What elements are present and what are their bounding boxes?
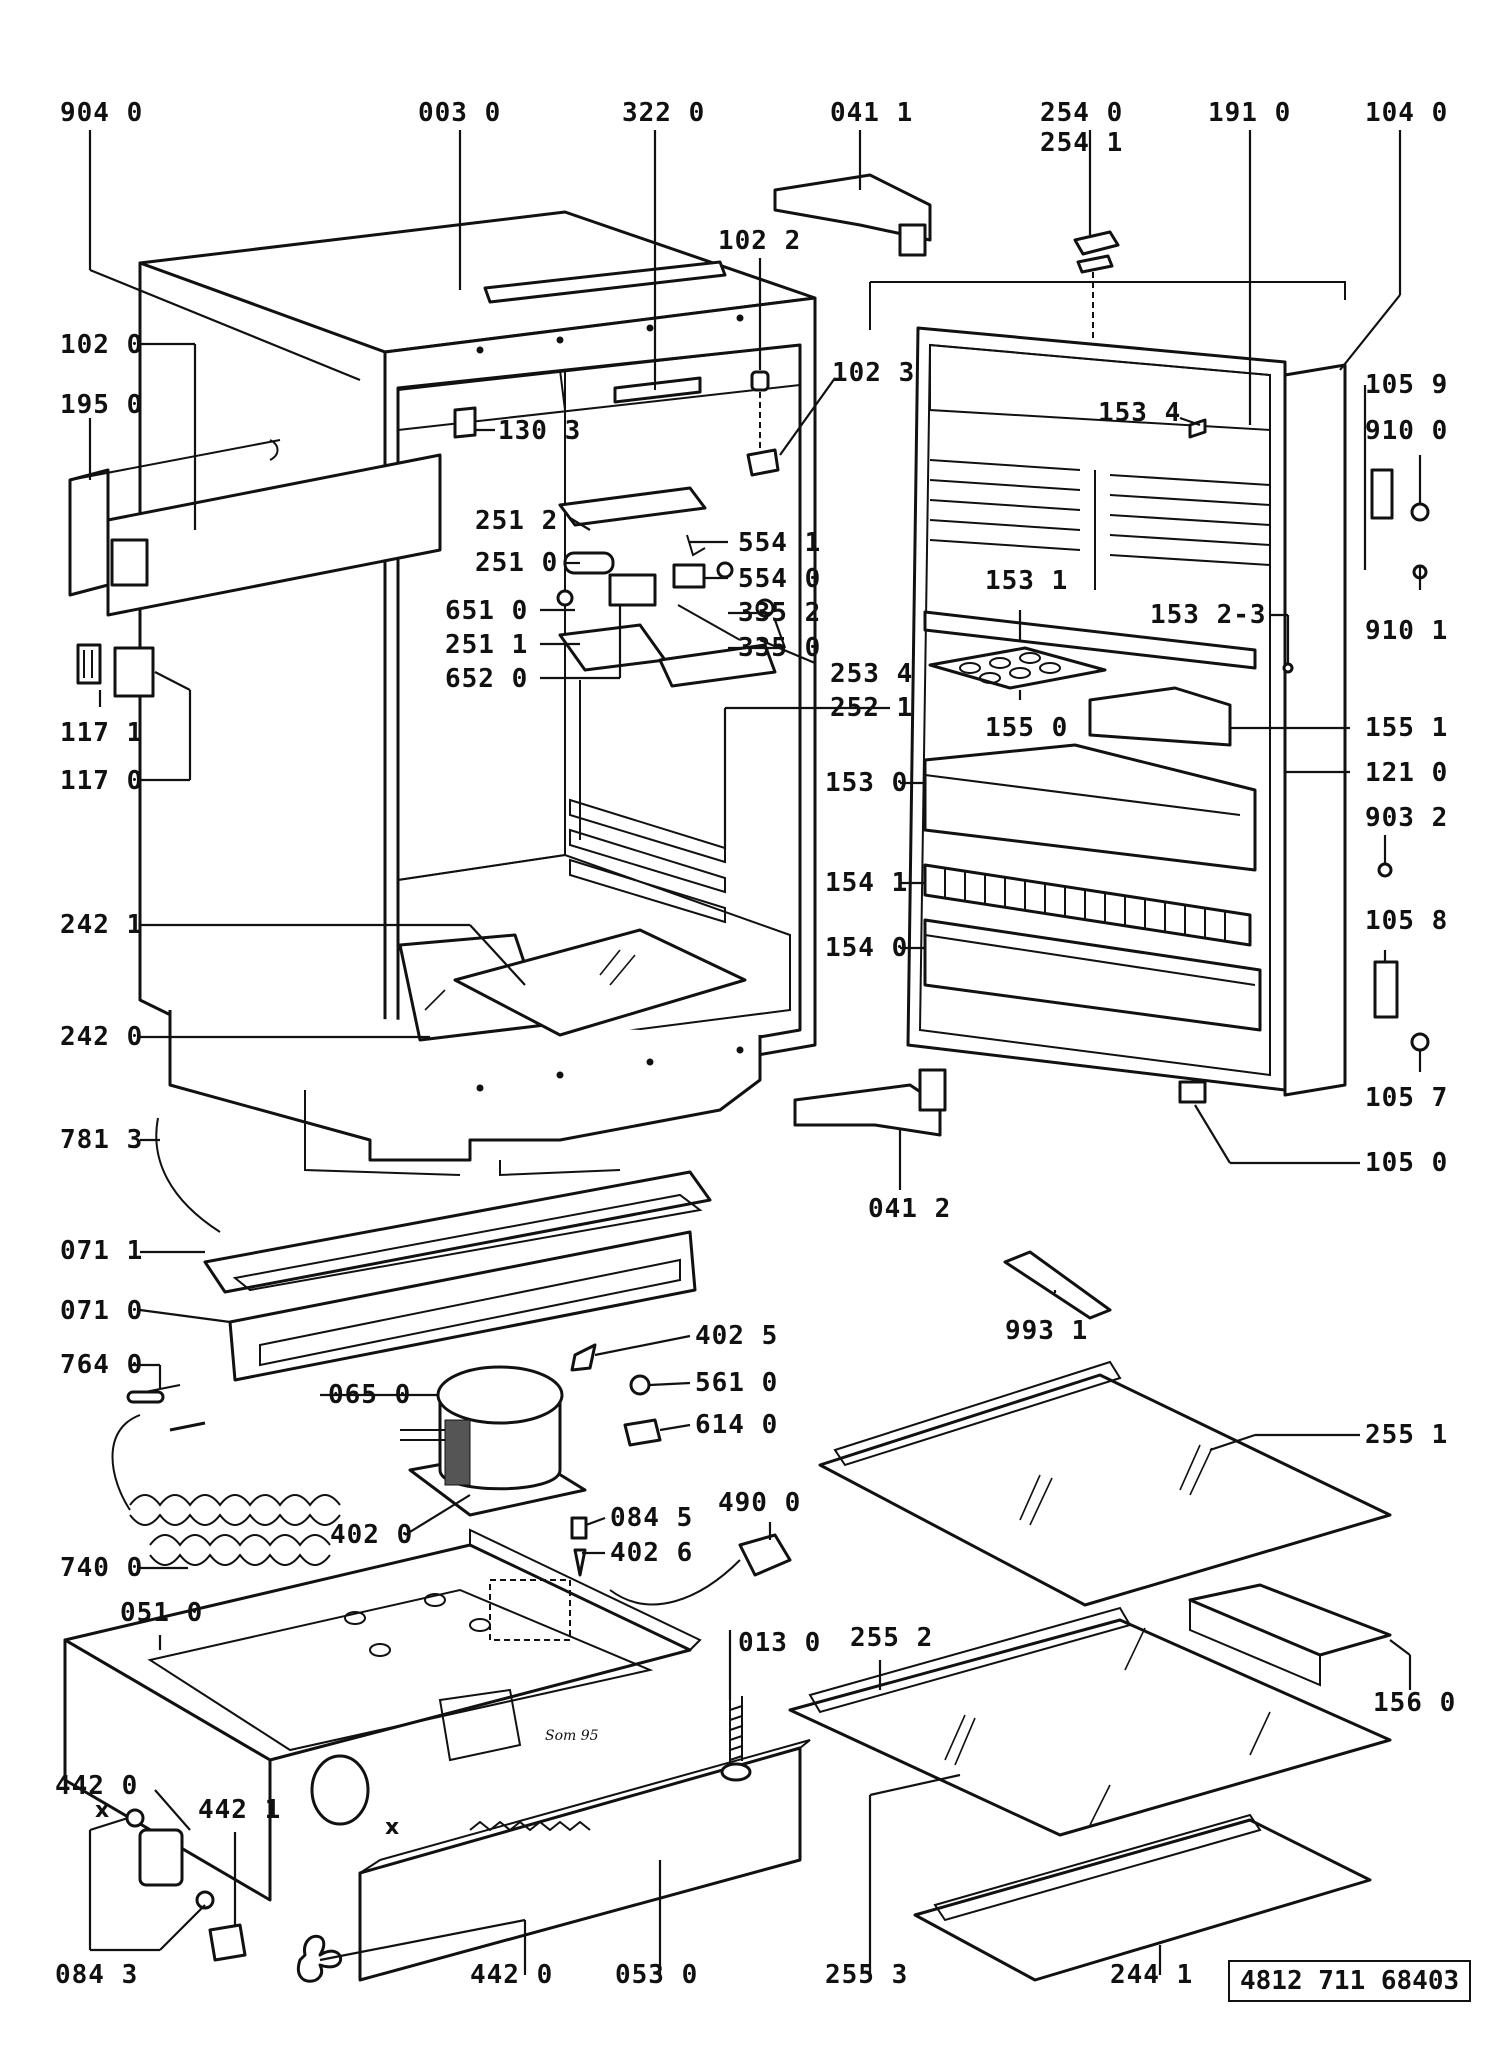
part-label-155-1: 155 1 [1365,713,1449,743]
part-label-102-3: 102 3 [832,358,916,388]
part-label-105-7: 105 7 [1365,1083,1449,1113]
leader-lines [88,130,1422,1975]
part-label-156-0: 156 0 [1373,1688,1457,1718]
part-label-322-0: 322 0 [622,98,706,128]
part-label-781-3: 781 3 [60,1125,144,1155]
part-label-251-1: 251 1 [445,630,529,660]
crisper-drawers [398,928,747,1042]
part-label-255-2: 255 2 [850,1623,934,1653]
part-label-084-3: 084 3 [55,1960,139,1990]
part-label-155-0: 155 0 [985,713,1069,743]
part-label-554-1: 554 1 [738,528,822,558]
part-label-195-0: 195 0 [60,390,144,420]
part-label-154-1: 154 1 [825,868,909,898]
part-label-130-3: 130 3 [498,416,582,446]
part-label-153-1: 153 1 [985,566,1069,596]
compressor [400,1365,587,1517]
part-label-652-0: 652 0 [445,664,529,694]
part-label-335-2: 335 2 [738,598,822,628]
part-label-242-1: 242 1 [60,910,144,940]
part-label-084-5: 084 5 [610,1503,694,1533]
part-label-242-0: 242 0 [60,1022,144,1052]
part-label-402-0: 402 0 [330,1520,414,1550]
part-label-071-0: 071 0 [60,1296,144,1326]
adjustable-foot [720,1696,752,1782]
part-label-051-0: 051 0 [120,1598,204,1628]
condenser-coil [111,1384,341,1566]
document-number: 4812 711 68403 [1228,1960,1472,2002]
part-label-105-8: 105 8 [1365,906,1449,936]
part-label-910-0: 910 0 [1365,416,1449,446]
part-label-442-1: 442 1 [198,1795,282,1825]
part-label-904-0: 904 0 [60,98,144,128]
control-components [556,486,777,688]
part-label-153-4: 153 4 [1098,398,1182,428]
door-hardware [1178,468,1430,1104]
small-clips [76,643,155,698]
part-label-154-0: 154 0 [825,933,909,963]
part-label-254-1: 254 1 [1040,128,1124,158]
part-label-614-0: 614 0 [695,1410,779,1440]
part-label-105-0: 105 0 [1365,1148,1449,1178]
part-label-191-0: 191 0 [1208,98,1292,128]
part-label-554-0: 554 0 [738,564,822,594]
part-label-910-1: 910 1 [1365,616,1449,646]
part-label-254-0: 254 0 [1040,98,1124,128]
door-assembly [869,281,1347,1097]
part-label-561-0: 561 0 [695,1368,779,1398]
hinges [773,173,947,1137]
top-cap [1073,230,1120,340]
part-label-065-0: 065 0 [328,1380,412,1410]
stamp-text: Som 95 [545,1728,599,1744]
part-label-153-2-3: 153 2-3 [1150,600,1267,630]
assembly-mark-x-left: x [95,1798,110,1823]
part-label-402-6: 402 6 [610,1538,694,1568]
part-label-117-1: 117 1 [60,718,144,748]
part-label-244-1: 244 1 [1110,1960,1194,1990]
part-label-255-3: 255 3 [825,1960,909,1990]
part-label-335-0: 335 0 [738,633,822,663]
assembly-mark-x-center: x [385,1815,400,1840]
part-label-104-0: 104 0 [1365,98,1449,128]
part-label-041-1: 041 1 [830,98,914,128]
relay-parts [570,1343,792,1606]
part-label-053-0: 053 0 [615,1960,699,1990]
cabinet-body [138,210,817,1177]
base-tray [63,1528,702,1902]
part-label-740-0: 740 0 [60,1553,144,1583]
part-label-153-0: 153 0 [825,768,909,798]
part-label-993-1: 993 1 [1005,1316,1089,1346]
part-label-105-9: 105 9 [1365,370,1449,400]
part-label-442-0-b: 442 0 [470,1960,554,1990]
part-label-255-1: 255 1 [1365,1420,1449,1450]
part-label-442-0-a: 442 0 [55,1771,139,1801]
part-label-013-0: 013 0 [738,1628,822,1658]
part-label-490-0: 490 0 [718,1488,802,1518]
part-label-121-0: 121 0 [1365,758,1449,788]
part-label-102-0: 102 0 [60,330,144,360]
part-label-003-0: 003 0 [418,98,502,128]
part-label-402-5: 402 5 [695,1321,779,1351]
fan-assembly [125,1808,343,1983]
part-label-251-2: 251 2 [475,506,559,536]
part-label-117-0: 117 0 [60,766,144,796]
part-label-651-0: 651 0 [445,596,529,626]
part-label-764-0: 764 0 [60,1350,144,1380]
part-label-252-1: 252 1 [830,693,914,723]
part-label-041-2: 041 2 [868,1194,952,1224]
glass-shelves [788,1360,1392,1982]
part-label-071-1: 071 1 [60,1236,144,1266]
part-label-251-0: 251 0 [475,548,559,578]
part-label-253-4: 253 4 [830,659,914,689]
part-label-102-2: 102 2 [718,226,802,256]
part-label-903-2: 903 2 [1365,803,1449,833]
top-front-rail [68,439,442,617]
